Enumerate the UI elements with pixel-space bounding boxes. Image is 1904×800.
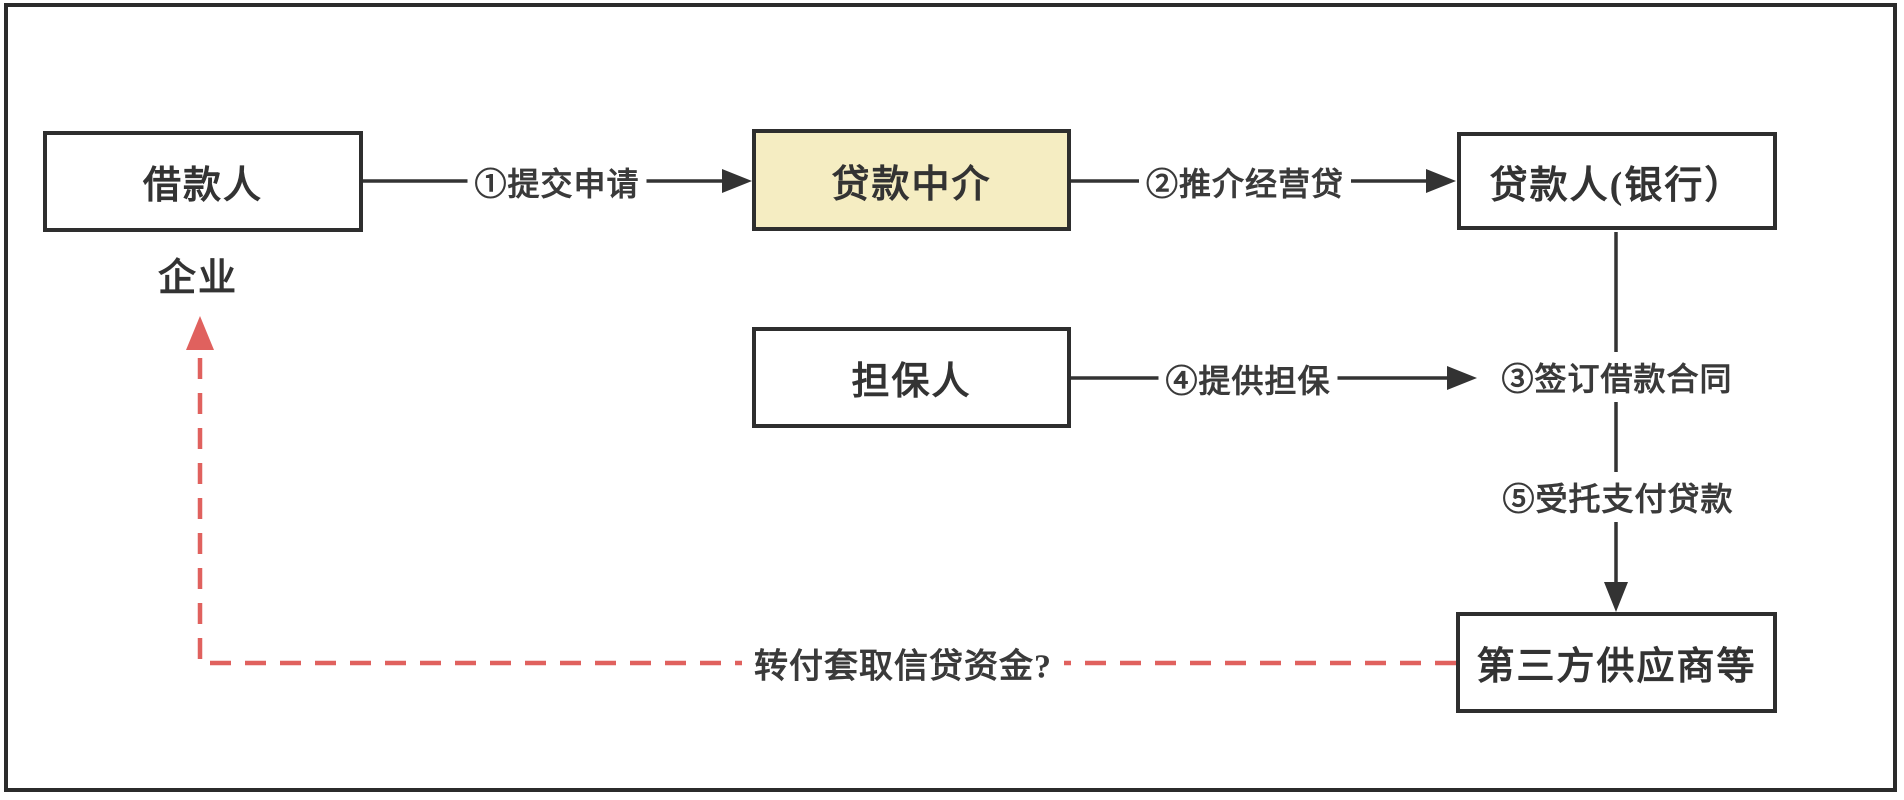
node-intermediary: 贷款中介 (752, 129, 1071, 231)
node-supplier-label: 第三方供应商等 (1476, 646, 1757, 688)
node-guarantor: 担保人 (752, 327, 1071, 428)
node-lender-label: 贷款人(银行） (1489, 164, 1745, 207)
node-borrower-label: 借款人 (142, 165, 263, 207)
arrow-suspicion (186, 316, 1456, 666)
edge-label-suspicion: 转付套取信贷资金? (742, 636, 1064, 690)
node-guarantor-label: 担保人 (851, 361, 972, 403)
edge-label-step5: ⑤受托支付贷款 (1495, 472, 1741, 522)
edge-label-step2: ②推介经营贷 (1138, 157, 1352, 207)
node-borrower: 借款人 (43, 131, 363, 232)
node-supplier: 第三方供应商等 (1456, 612, 1777, 713)
arrow-step5-vertical (1604, 232, 1628, 612)
edge-label-step4: ④提供担保 (1158, 354, 1338, 404)
label-enterprise: 企业 (157, 257, 239, 300)
outer-border (4, 3, 1897, 792)
edge-label-step3: ③签订借款合同 (1494, 352, 1740, 402)
node-intermediary-label: 贷款中介 (831, 163, 992, 206)
node-lender: 贷款人(银行） (1457, 132, 1777, 230)
edge-label-step1: ①提交申请 (467, 157, 647, 207)
